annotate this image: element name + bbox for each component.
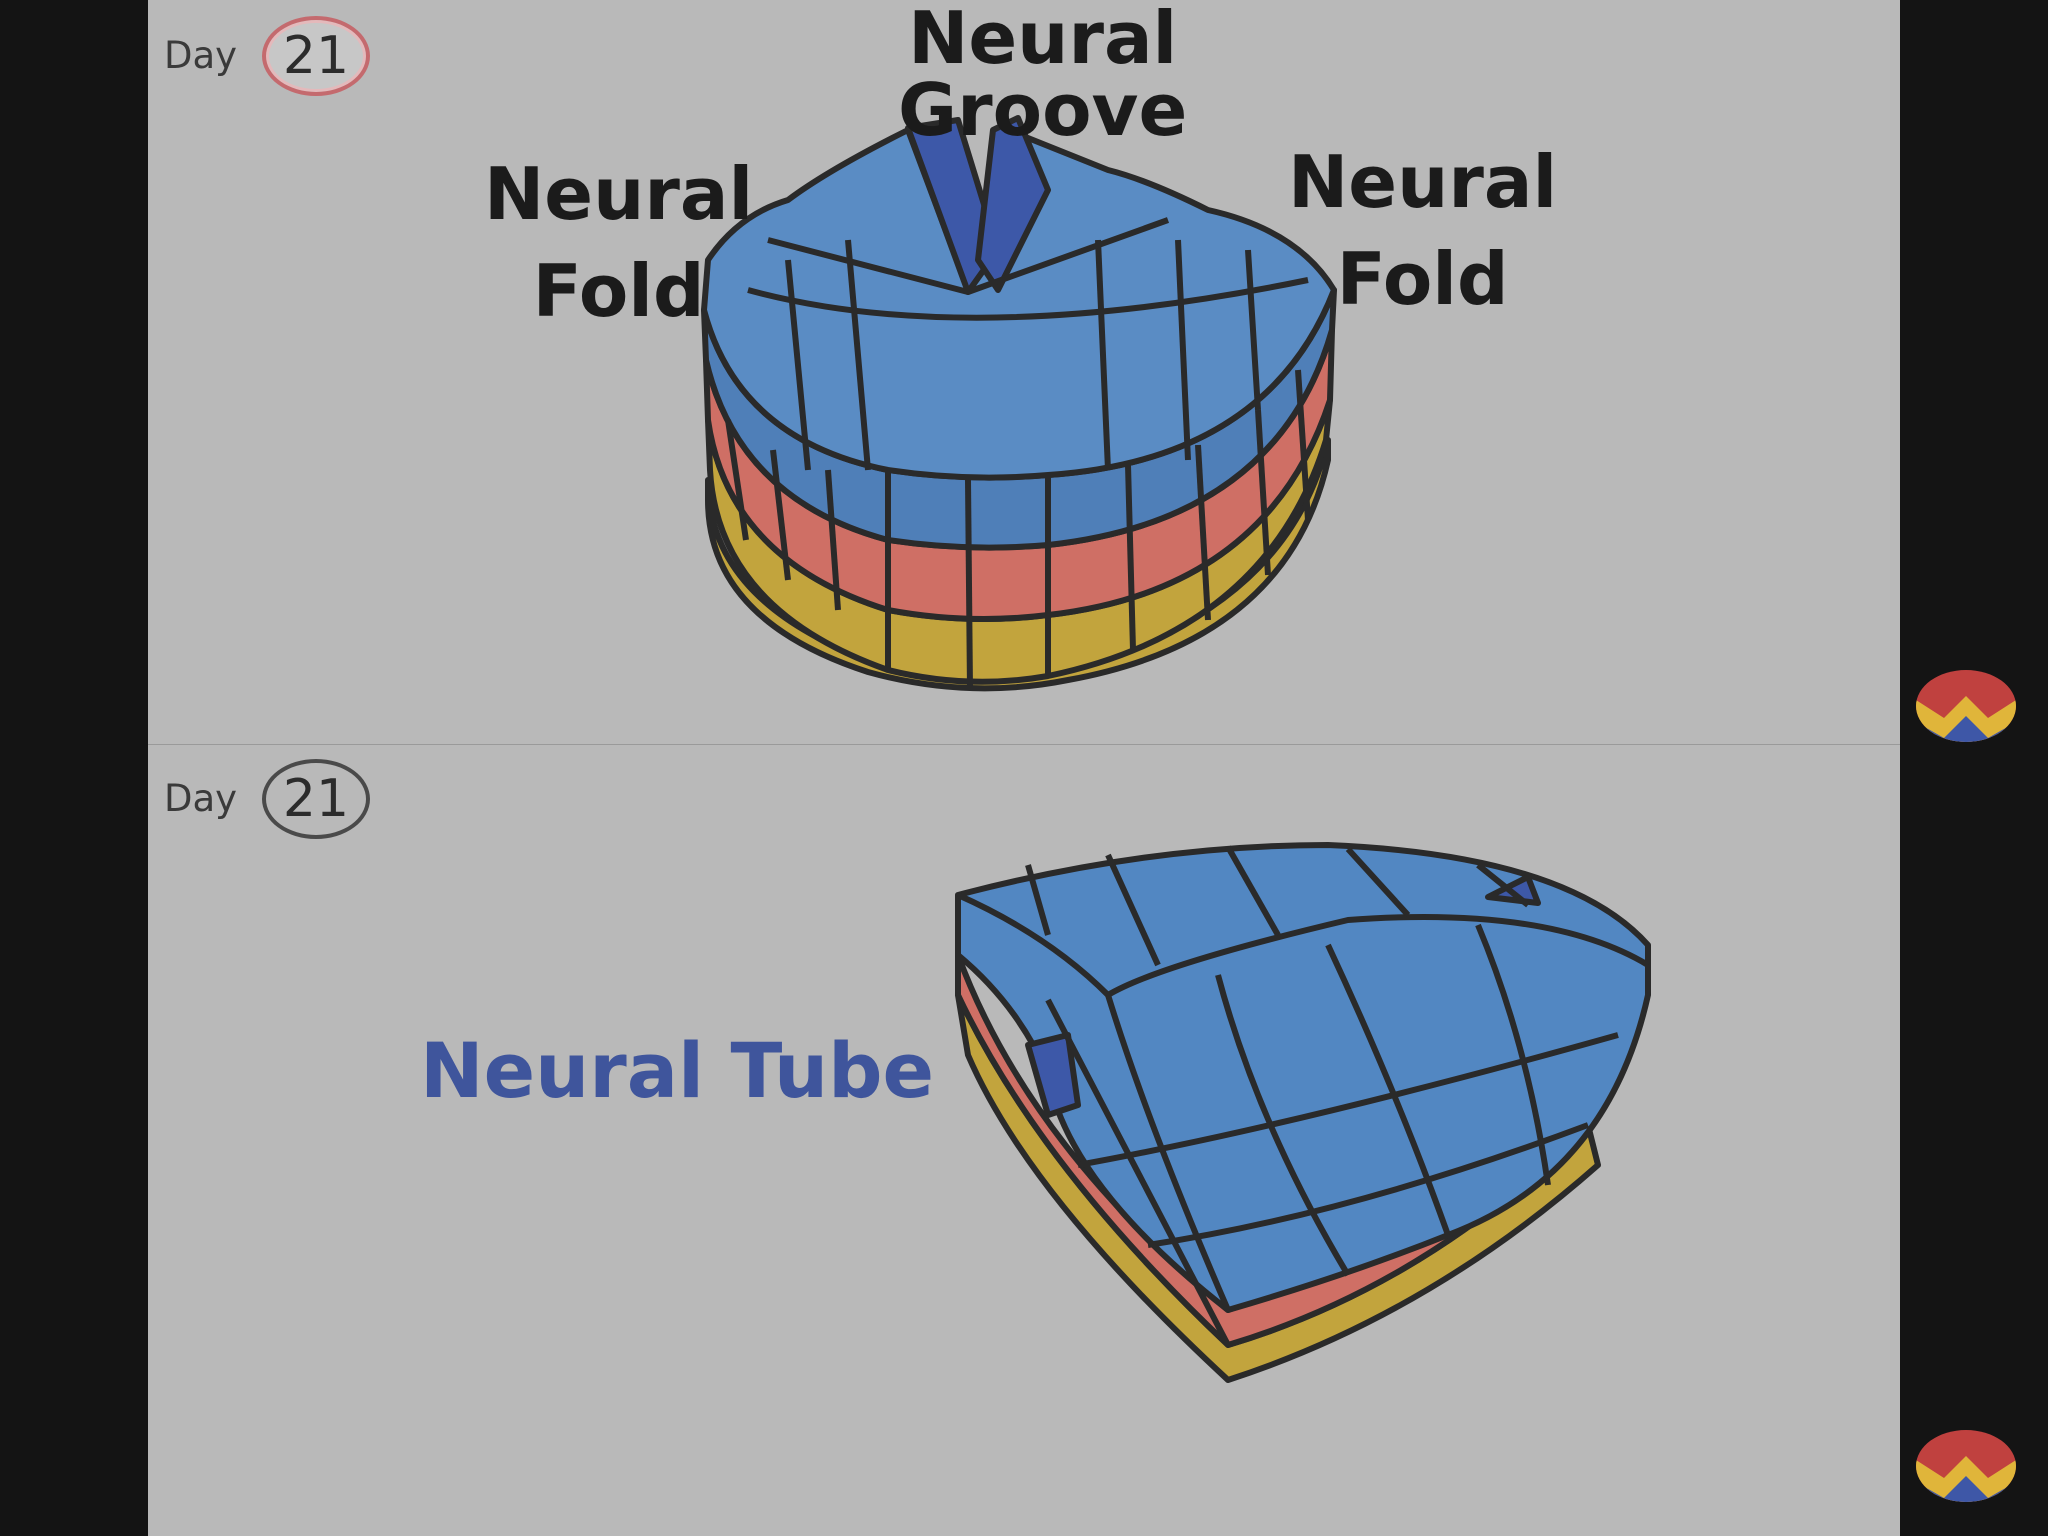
logo-icon (1916, 1430, 2016, 1502)
groove-label-line2: Groove (898, 68, 1188, 152)
neural-groove-diagram (701, 115, 1337, 692)
neural-groove-label: Neural Groove (898, 2, 1187, 146)
day-number: 21 (282, 769, 350, 829)
right-neural-fold-label: Neural Fold (1288, 134, 1557, 328)
groove-label-line1: Neural (908, 0, 1178, 80)
neural-tube-label: Neural Tube (420, 1026, 935, 1115)
panel-divider (148, 744, 1900, 745)
day-label: Day (164, 777, 238, 820)
day-number-badge: 21 (262, 16, 370, 96)
logo-icon (1916, 670, 2016, 742)
left-neural-fold-label: Neural Fold (484, 146, 753, 340)
left-fold-line1: Neural (484, 152, 754, 236)
day-number: 21 (282, 26, 350, 86)
day-label: Day (164, 34, 238, 77)
right-fold-line2: Fold (1336, 237, 1509, 322)
right-fold-line1: Neural (1288, 140, 1558, 224)
left-fold-line2: Fold (532, 249, 705, 334)
top-panel: Day 21 (148, 0, 1900, 744)
day-number-badge: 21 (262, 759, 370, 839)
bottom-panel: Day 21 (148, 745, 1900, 1536)
tube-lumen (1025, 1032, 1081, 1118)
neural-tube-diagram (955, 842, 1651, 1383)
